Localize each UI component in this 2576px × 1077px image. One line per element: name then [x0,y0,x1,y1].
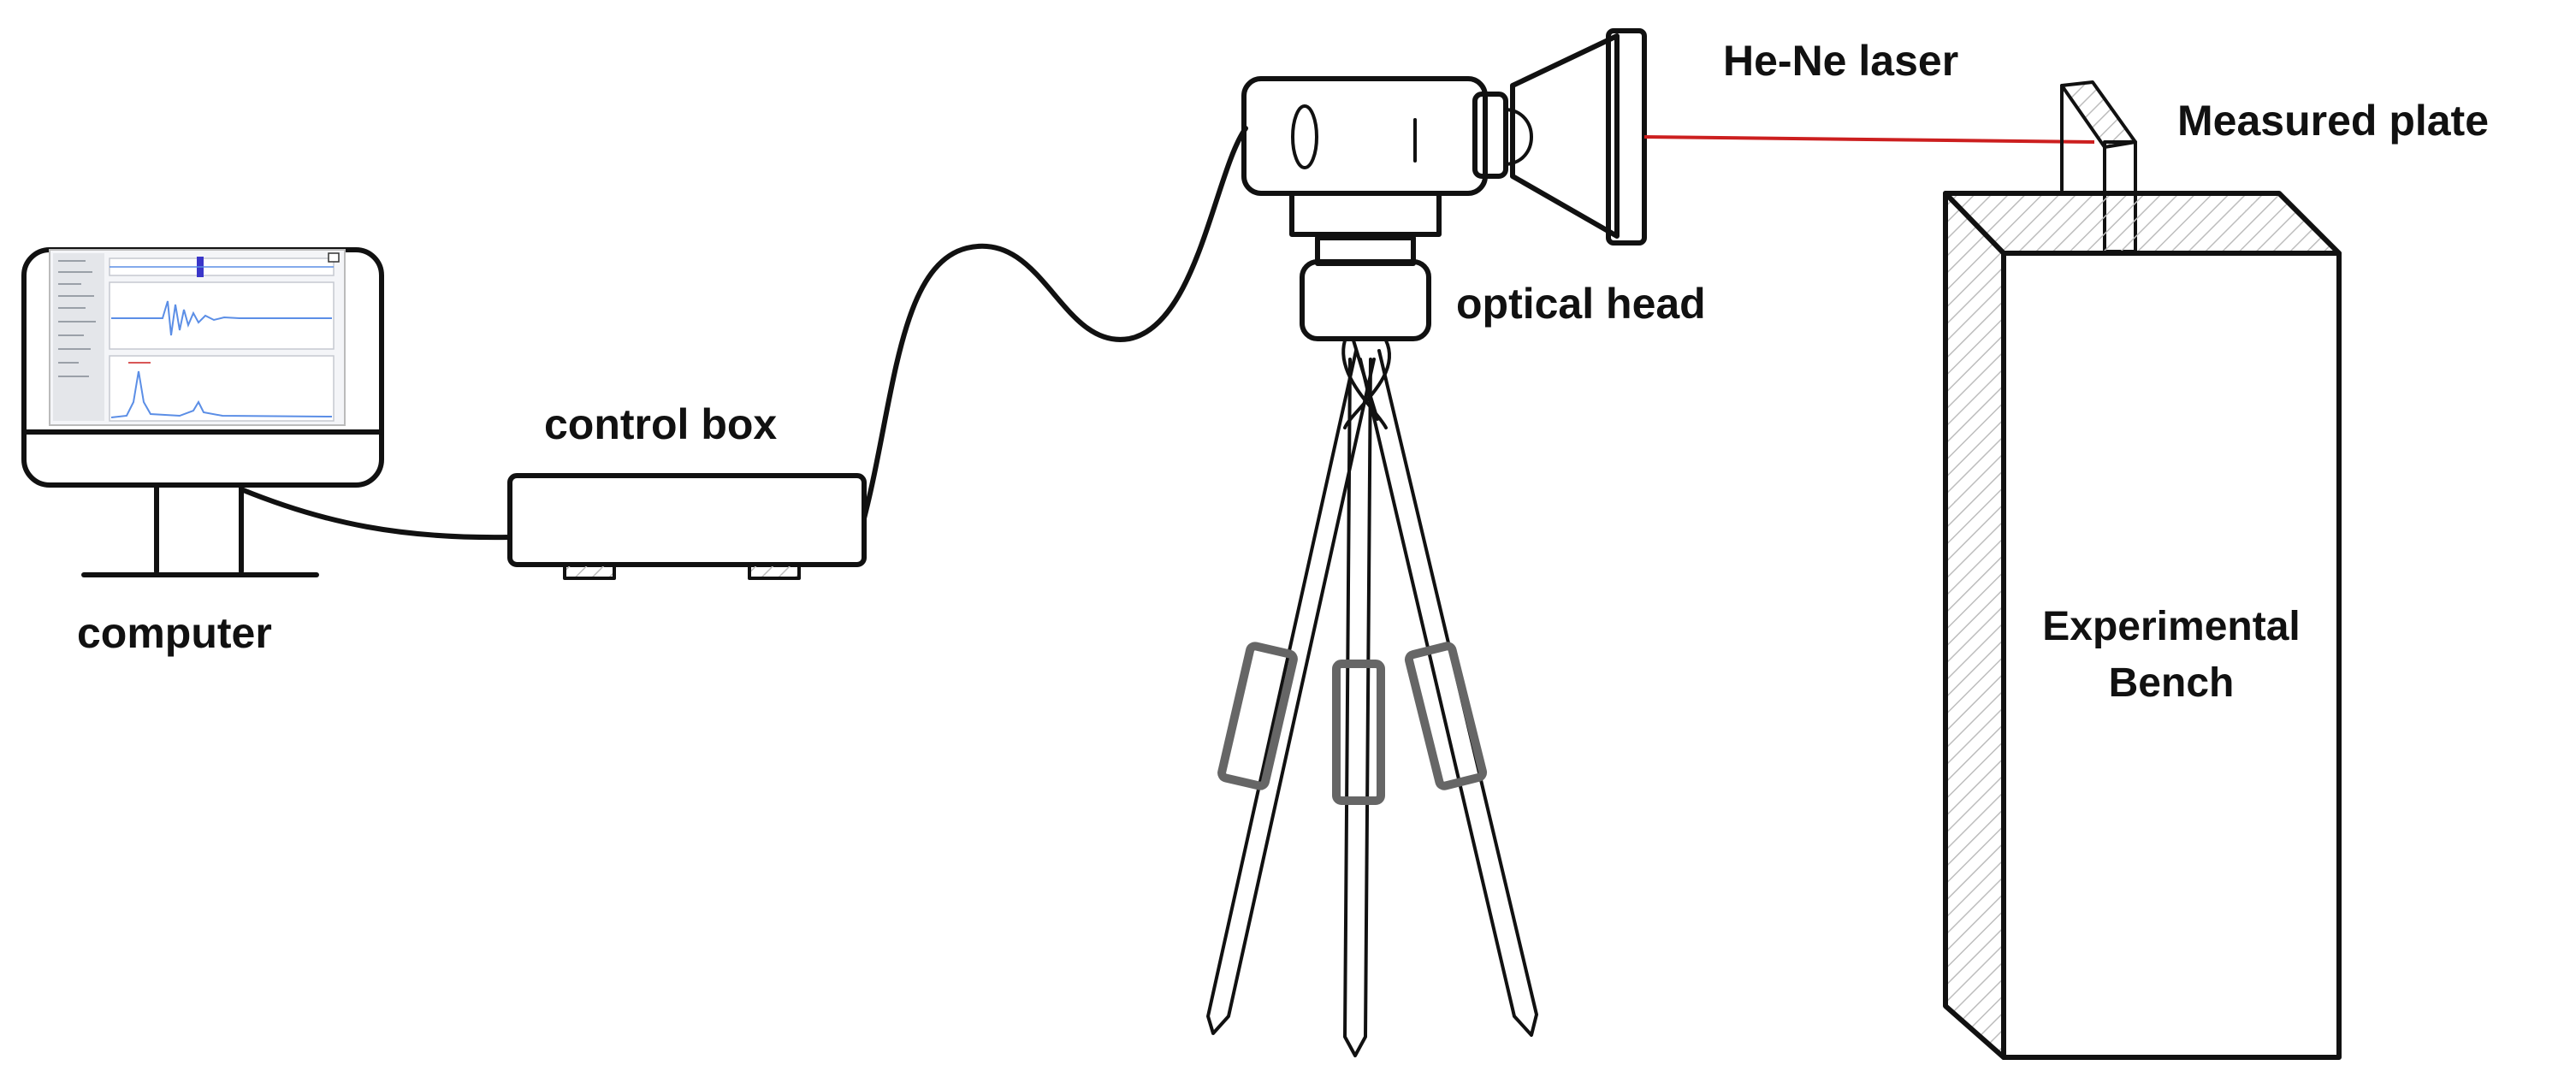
control-box-label: control box [544,400,777,448]
optical-head-window [1291,104,1318,169]
control-box-foot-right [749,565,799,578]
time-signal-trace [111,300,332,336]
optical-head-neck [1289,191,1442,237]
measured-plate-label: Measured plate [2177,97,2489,145]
bench-left-side [1945,193,2004,1057]
computer-label: computer [77,609,272,657]
optical-head-mount [1300,259,1431,341]
tripod-leg-left [1206,349,1376,1035]
tripod-leg-center [1343,358,1372,1057]
measured-plate-side [2062,82,2135,147]
optical-head-label: optical head [1456,280,1706,328]
laser-beam [1643,135,2095,144]
laser-label: He-Ne laser [1723,37,1958,85]
optical-head-connector [1472,92,1508,179]
optical-head: optical head [1241,28,1706,341]
control-box-foot-left [565,565,614,578]
frequency-spectrum-trace [110,370,333,418]
bench-front [2006,256,2336,1055]
optical-head-body [1241,76,1488,196]
control-box: control box [507,400,867,580]
software-frequency-plot [109,355,335,422]
measured-plate: Measured plate [2060,80,2489,253]
tripod-clamp-center [1332,660,1385,805]
optical-head-lens-cone [1510,33,1620,239]
tripod-leg-right [1359,349,1538,1037]
tripod-clamp-right [1404,642,1488,790]
bench-label-line2: Bench [2109,660,2235,706]
software-sidebar [53,253,104,421]
tripod-clamp-left [1217,642,1298,790]
cable-control-box-to-optical-head [862,126,1248,521]
computer: computer [21,247,384,657]
cable-computer-to-control-box [239,487,512,541]
tripod [1206,339,1538,1057]
bench-label-line1: Experimental [2042,604,2300,649]
experimental-bench: Experimental Bench [1943,191,2342,1060]
software-sidebar-lines [58,260,96,377]
bench-top [1945,193,2339,253]
optical-head-lens-front [1606,28,1647,246]
software-time-plot [109,281,335,350]
control-box-body [507,473,867,567]
software-close-icon [328,252,340,263]
